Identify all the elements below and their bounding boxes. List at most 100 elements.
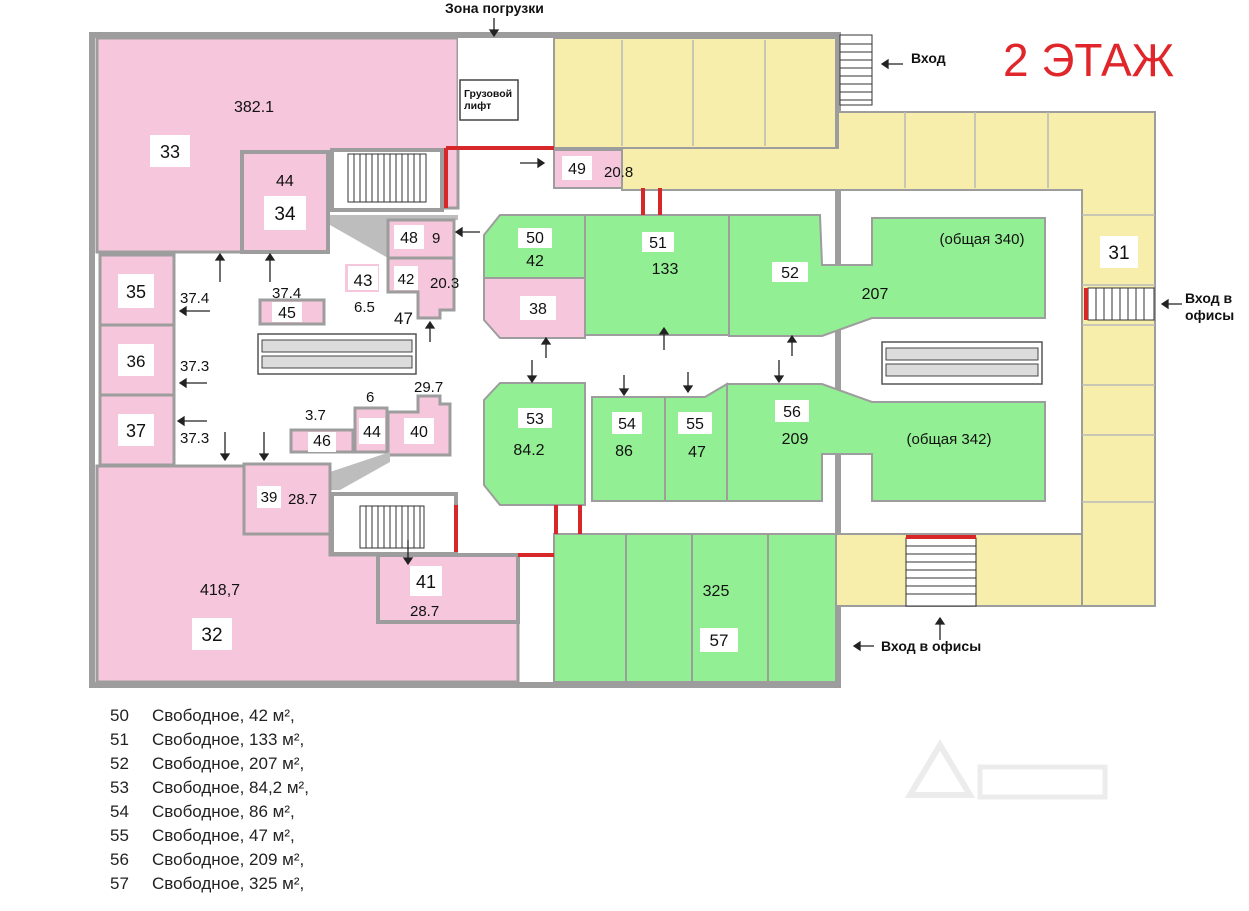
- unit-55-area: 47: [688, 444, 706, 461]
- legend-unit-text: Свободное, 86 м²,: [152, 802, 295, 821]
- unit-54-area: 86: [615, 443, 633, 460]
- unit-51-area: 133: [652, 261, 679, 278]
- legend-unit-text: Свободное, 84,2 м²,: [152, 778, 309, 797]
- entrance-label: Вход: [911, 50, 946, 66]
- unit-labels: 382.1 33 44 34 35 37.4 36 37.3 37 37.3 3…: [126, 0, 1234, 654]
- office-entrance-right-2: офисы: [1185, 307, 1234, 323]
- legend-unit-number: 57: [110, 874, 129, 893]
- escalator-left: [257, 333, 417, 375]
- stairs-bottom-right: [905, 537, 977, 607]
- legend-row: 52 Свободное, 207 м²,: [110, 752, 309, 776]
- unit-46-area: 3.7: [305, 407, 326, 424]
- unit-57[interactable]: [553, 533, 837, 683]
- legend-row: 54 Свободное, 86 м²,: [110, 800, 309, 824]
- unit-41-area: 28.7: [410, 603, 439, 620]
- unit-33-area: 382.1: [234, 99, 274, 116]
- unit-53-number: 53: [526, 411, 544, 428]
- unit-35-number: 35: [126, 282, 146, 302]
- unit-52-area: 207: [862, 286, 889, 303]
- unit-49-number: 49: [568, 161, 586, 178]
- unit-44-number: 44: [363, 424, 381, 441]
- legend-unit-text: Свободное, 42 м²,: [152, 706, 295, 725]
- unit-43-number: 43: [354, 271, 373, 290]
- stairs-steps-bottom-right: [906, 545, 976, 595]
- freight-lift: [459, 79, 519, 121]
- stairs-steps-right: [1095, 288, 1145, 320]
- unit-57-number: 57: [710, 631, 729, 650]
- doors: [444, 146, 1088, 557]
- unit-38-number: 38: [529, 301, 547, 318]
- unit-48-area: 9: [432, 230, 440, 247]
- legend-unit-number: 56: [110, 850, 129, 869]
- unit-40-number: 40: [410, 424, 428, 441]
- unit-33-number: 33: [160, 142, 180, 162]
- legend-unit-number: 54: [110, 802, 129, 821]
- office-entrance-right-1: Вход в: [1185, 290, 1233, 306]
- unit-50-number: 50: [526, 230, 544, 247]
- escalator-right: [881, 341, 1043, 385]
- unit-47-label: 47: [394, 309, 413, 328]
- unit-53-area: 84.2: [513, 442, 544, 459]
- legend-unit-text: Свободное, 133 м²,: [152, 730, 305, 749]
- unit-52-total: (общая 340): [940, 231, 1025, 248]
- ramp-bottom: [330, 452, 390, 490]
- availability-legend: 50 Свободное, 42 м², 51 Свободное, 133 м²,…: [110, 704, 309, 896]
- floor-title: 2 ЭТАЖ: [1003, 34, 1174, 86]
- unit-56-total: (общая 342): [907, 431, 992, 448]
- unit-50-area: 42: [526, 253, 544, 270]
- unit-45-area: 37.4: [272, 285, 301, 302]
- unit-56-number: 56: [783, 404, 801, 421]
- unit-39-number: 39: [261, 489, 278, 506]
- stairs-entrance: [839, 34, 873, 106]
- legend-unit-text: Свободное, 209 м²,: [152, 850, 305, 869]
- unit-32-area: 418,7: [200, 582, 240, 599]
- unit-42-number: 42: [398, 271, 415, 288]
- legend-unit-number: 50: [110, 706, 129, 725]
- unit-37-number: 37: [126, 421, 146, 441]
- office-entrance-bottom: Вход в офисы: [881, 638, 981, 654]
- stairs-steps-entrance: [840, 43, 872, 101]
- unit-43-area: 6.5: [354, 299, 375, 316]
- unit-52[interactable]: [728, 214, 1046, 337]
- stairs-bottom-left: [330, 492, 458, 556]
- legend-unit-number: 53: [110, 778, 129, 797]
- unit-44-area: 6: [366, 389, 374, 406]
- stairs-steps-top-left: [347, 153, 427, 203]
- unit-42-area: 20.3: [430, 275, 459, 292]
- ramp-top: [330, 215, 458, 258]
- unit-55[interactable]: [664, 382, 728, 502]
- freight-lift-label-2: лифт: [464, 100, 491, 112]
- unit-31-number: 31: [1108, 243, 1129, 264]
- unit-57-area: 325: [703, 583, 730, 600]
- legend-unit-text: Свободное, 207 м²,: [152, 754, 305, 773]
- unit-52-number: 52: [781, 265, 799, 282]
- unit-46-number: 46: [313, 433, 331, 450]
- unit-35-area: 37.4: [180, 290, 209, 307]
- unit-32-number: 32: [201, 625, 222, 646]
- legend-unit-number: 51: [110, 730, 129, 749]
- unit-36-area: 37.3: [180, 358, 209, 375]
- stairs-top-left: [330, 148, 444, 212]
- legend-row: 51 Свободное, 133 м²,: [110, 728, 309, 752]
- unit-41[interactable]: [376, 553, 520, 624]
- legend-row: 50 Свободное, 42 м²,: [110, 704, 309, 728]
- unit-39-area: 28.7: [288, 491, 317, 508]
- freight-lift-label-1: Грузовой: [464, 88, 512, 100]
- unit-34-area: 44: [276, 173, 294, 190]
- unit-48-number: 48: [400, 230, 418, 247]
- stairs-right: [1087, 287, 1155, 321]
- unit-40-area: 29.7: [414, 379, 443, 396]
- unit-37-area: 37.3: [180, 430, 209, 447]
- unit-56[interactable]: [726, 383, 1046, 502]
- legend-row: 53 Свободное, 84,2 м²,: [110, 776, 309, 800]
- unit-53[interactable]: [483, 382, 586, 506]
- unit-54-number: 54: [618, 416, 636, 433]
- office-block-top: [553, 37, 837, 149]
- unit-49-area: 20.8: [604, 164, 633, 181]
- legend-unit-text: Свободное, 47 м²,: [152, 826, 295, 845]
- floor-plan: 382.1 33 44 34 35 37.4 36 37.3 37 37.3 3…: [89, 0, 1234, 688]
- unit-number-boxes: [118, 135, 1138, 652]
- legend-unit-number: 52: [110, 754, 129, 773]
